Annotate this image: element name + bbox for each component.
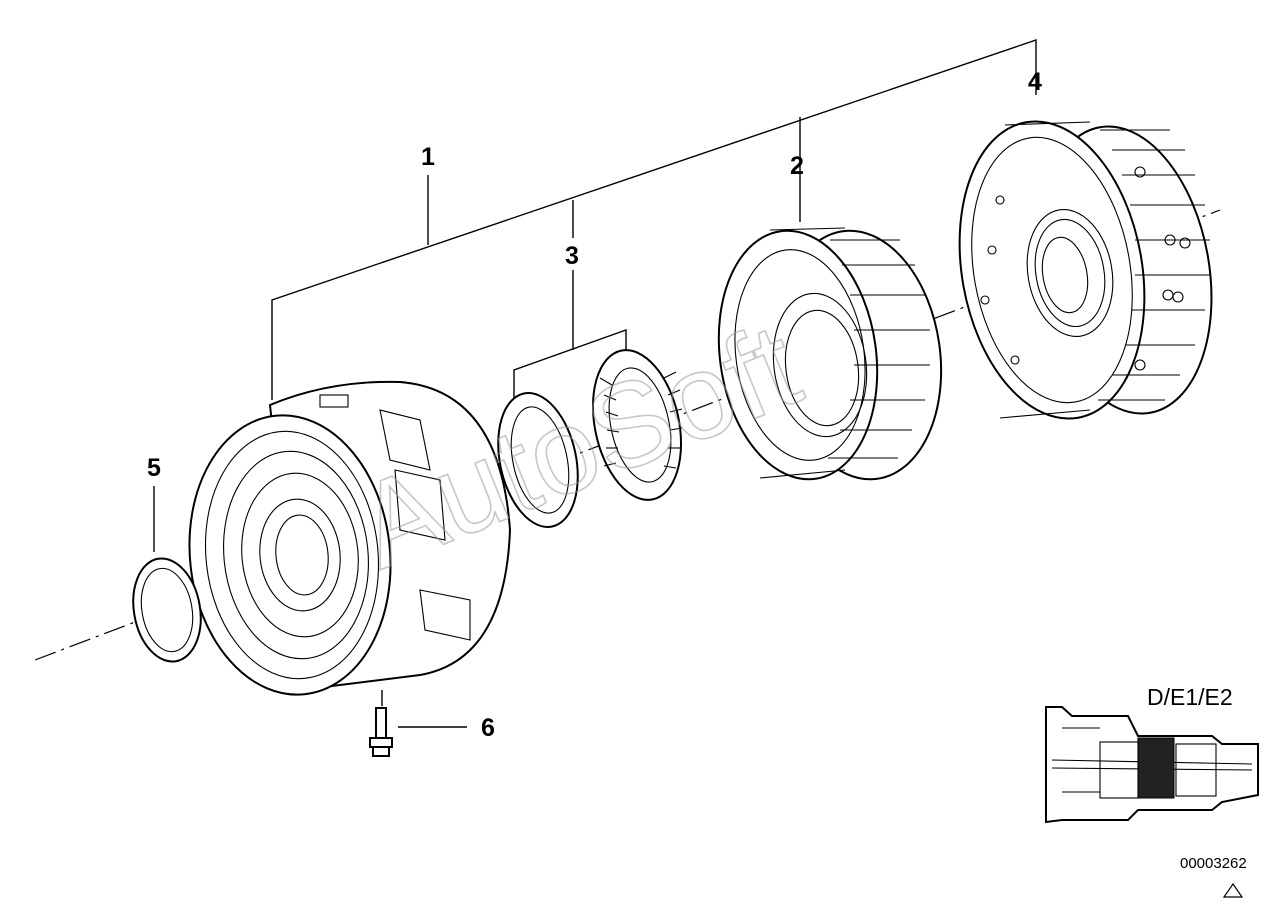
part-3-thrust-bearing-set bbox=[497, 349, 683, 528]
part-4-clutch-drum bbox=[958, 120, 1213, 420]
triangle-icon bbox=[1222, 882, 1244, 898]
label-part-4: 4 bbox=[1028, 68, 1042, 96]
part-5-sealing-ring bbox=[132, 557, 202, 663]
label-part-5: 5 bbox=[147, 454, 161, 482]
part-2-clutch-hub bbox=[717, 227, 943, 481]
watermark-text: AutoSoft bbox=[340, 297, 817, 594]
label-part-2: 2 bbox=[790, 152, 804, 180]
inset-transmission-sketch bbox=[1045, 706, 1259, 824]
label-part-3: 3 bbox=[565, 242, 579, 270]
document-number: 00003262 bbox=[1180, 855, 1247, 872]
leader-lines bbox=[153, 39, 1037, 728]
variant-code: D/E1/E2 bbox=[1147, 684, 1233, 710]
part-1-clutch-assembly bbox=[188, 380, 512, 696]
part-6-bolt bbox=[369, 707, 393, 757]
label-part-6: 6 bbox=[481, 714, 495, 742]
label-part-1: 1 bbox=[421, 143, 435, 171]
